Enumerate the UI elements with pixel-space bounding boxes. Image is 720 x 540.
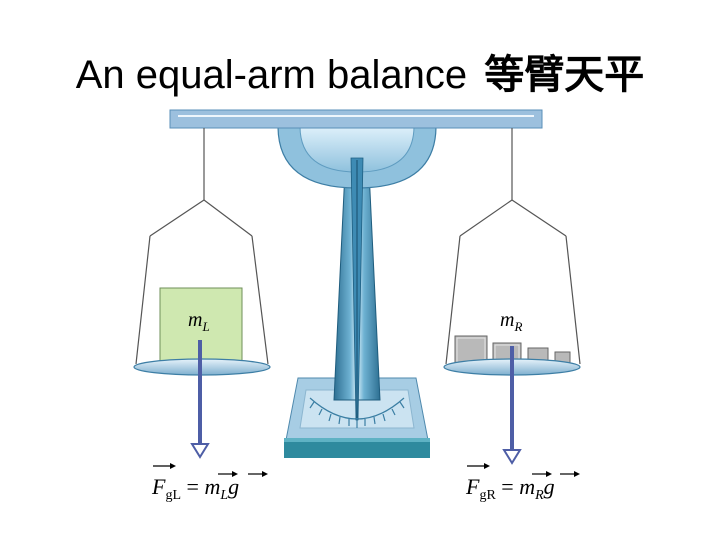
- left-mass-label: mL: [188, 309, 210, 334]
- right-force-arrow: [502, 346, 522, 465]
- svg-text:FgR = mRg: FgR = mRg: [465, 474, 555, 503]
- title-chinese: 等臂天平: [484, 51, 645, 98]
- right-hanger: [445, 128, 581, 365]
- right-mass-label: mR: [500, 309, 522, 334]
- right-weight-equation: FgR = mRg: [465, 463, 580, 503]
- left-hanger: [135, 128, 269, 365]
- balance-beam: [169, 109, 543, 129]
- left-weight-equation: FgL = mLg: [151, 463, 268, 503]
- svg-text:FgL = mLg: FgL = mLg: [151, 474, 239, 503]
- pivot-dome: [277, 125, 437, 189]
- title-english: An equal-arm balance: [75, 53, 468, 97]
- slide-title: An equal-arm balance 等臂天平: [0, 42, 720, 100]
- left-force-arrow: [190, 340, 210, 459]
